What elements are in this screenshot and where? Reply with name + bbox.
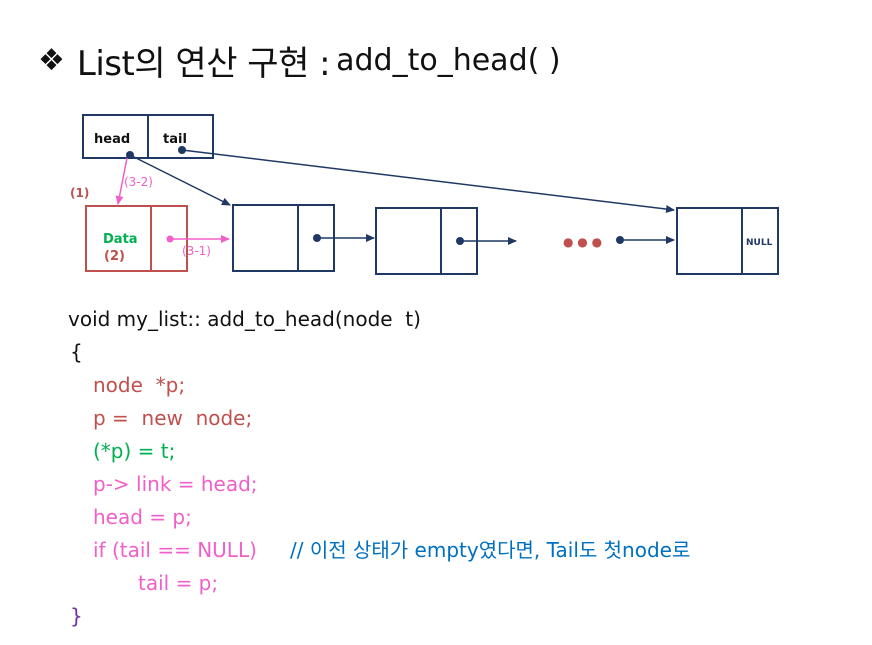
step-3-1-label: (3-1) xyxy=(182,244,211,258)
head-label: head xyxy=(94,132,130,147)
code-close-brace: } xyxy=(70,604,83,628)
code-line-5: head = p; xyxy=(93,505,192,529)
code-line-2: p = new node; xyxy=(93,406,253,430)
title-main: List의 연산 구현 : xyxy=(76,43,331,84)
tail-label: tail xyxy=(163,132,187,147)
step-3-2-label: (3-2) xyxy=(124,175,153,189)
code-signature: void my_list:: add_to_head(node t) xyxy=(68,307,421,331)
step-1-label: (1) xyxy=(70,186,89,200)
linked-list-diagram: head tail Data (2) NULL ● ● ● xyxy=(70,114,779,275)
code-comment: // 이전 상태가 empty였다면, Tail도 첫node로 xyxy=(290,538,691,562)
title-function: add_to_head( ) xyxy=(336,42,561,78)
step-2-label: (2) xyxy=(104,249,125,264)
page-title: ❖ List의 연산 구현 : add_to_head( ) xyxy=(38,28,561,92)
code-line-3: (*p) = t; xyxy=(93,439,176,463)
list-node-2 xyxy=(375,207,478,275)
null-label: NULL xyxy=(746,238,773,248)
diamond-bullet-icon: ❖ xyxy=(38,42,65,78)
code-line-7: tail = p; xyxy=(138,571,219,595)
ellipsis-dots: ● ● ● xyxy=(563,235,602,249)
code-line-4: p-> link = head; xyxy=(93,472,258,496)
list-node-last: NULL xyxy=(676,207,779,275)
code-open-brace: { xyxy=(70,340,83,364)
code-line-1: node *p; xyxy=(93,373,186,397)
data-label: Data xyxy=(103,232,138,247)
code-line-6: if (tail == NULL) xyxy=(93,538,257,562)
navy-arrows xyxy=(126,146,675,245)
pink-arrows xyxy=(115,157,230,243)
